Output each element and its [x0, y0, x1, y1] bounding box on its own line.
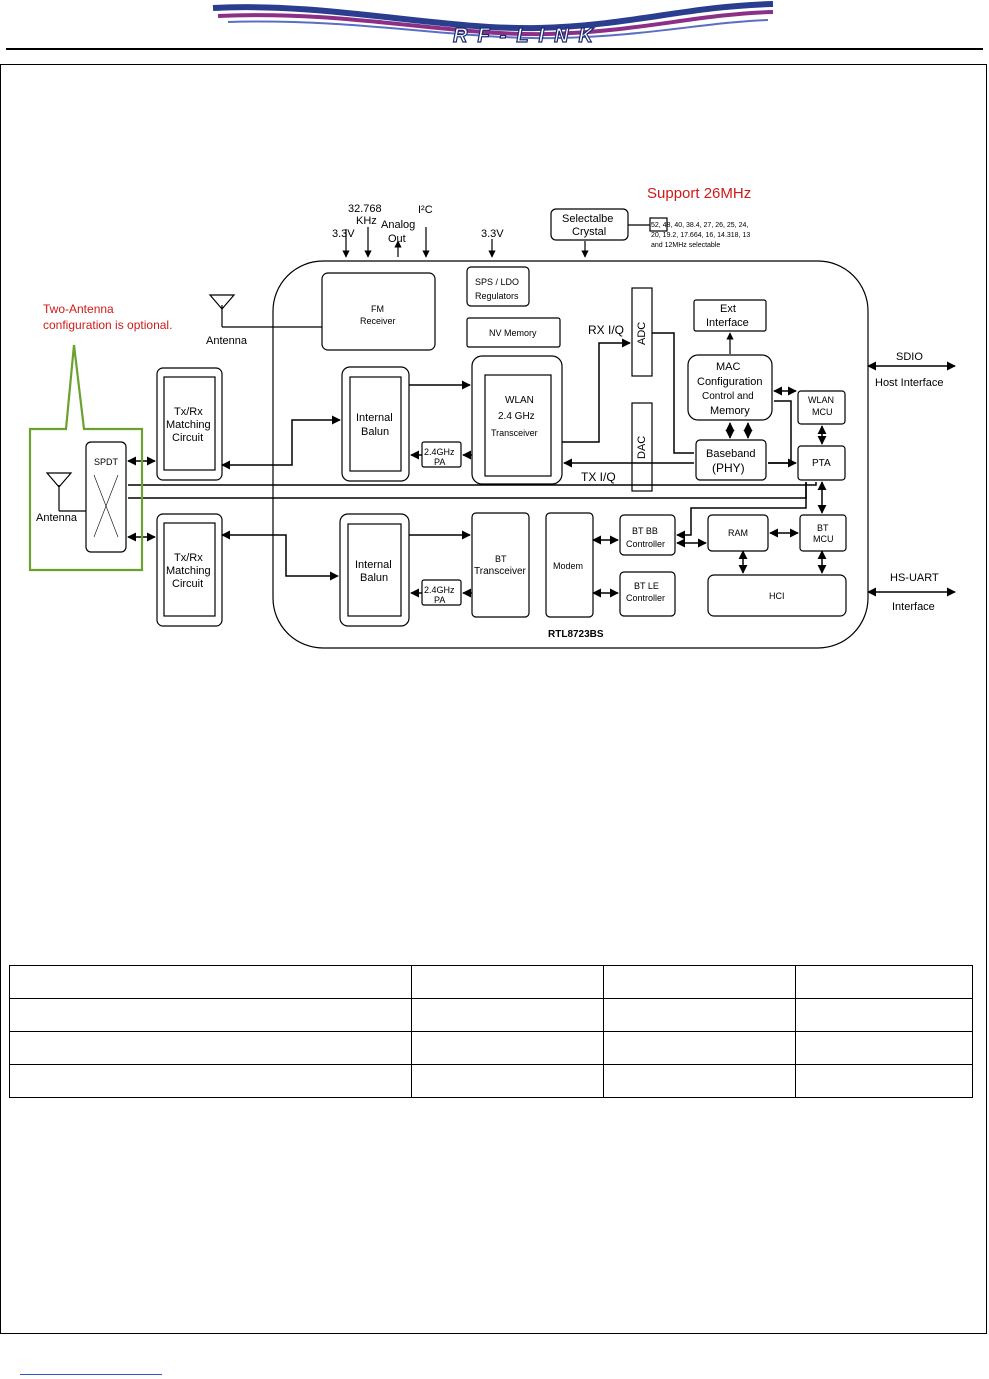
crystal-freq-line3-label: and 12MHz selectable — [651, 242, 720, 249]
wlan-tr-line1-label: WLAN — [505, 395, 534, 406]
crystal-line1-label: Selectalbe — [562, 213, 613, 225]
table-cell — [603, 965, 797, 999]
txrx-line1-label: Tx/Rx — [174, 552, 203, 564]
table-cell — [795, 1064, 973, 1098]
crystal-line2-label: Crystal — [572, 226, 606, 238]
sps-line1-label: SPS / LDO — [475, 277, 519, 287]
hsuart-line2-label: Interface — [892, 601, 935, 613]
btbb-line1-label: BT BB — [632, 526, 658, 536]
table-cell — [795, 1031, 973, 1065]
sps-line2-label: Regulators — [475, 291, 519, 301]
txrx-line2-label: Matching — [166, 565, 211, 577]
table-cell — [603, 1031, 797, 1065]
hsuart-line1-label: HS-UART — [890, 572, 939, 584]
table-row — [9, 1064, 973, 1098]
clock-line1-label: 32.768 — [348, 203, 382, 215]
pa-line2-label: PA — [434, 457, 445, 467]
txrx-line3-label: Circuit — [172, 432, 203, 444]
balun-line2-label: Balun — [360, 572, 388, 584]
crystal-freq-line1-label: 52, 48, 40, 38.4, 27, 26, 25, 24, — [651, 222, 748, 229]
fm-line2-label: Receiver — [360, 316, 396, 326]
baseband-line2-label: (PHY) — [712, 461, 745, 475]
optional-note-line1-label: Two-Antenna — [43, 302, 114, 316]
sdio-line2-label: Host Interface — [875, 377, 943, 389]
bt-tr-line1-label: BT — [495, 554, 507, 564]
ram-label: RAM — [728, 528, 748, 538]
wlan-mcu-line1-label: WLAN — [808, 395, 834, 405]
mac-line2-label: Configuration — [697, 376, 762, 388]
table-cell — [603, 998, 797, 1032]
table-cell — [9, 965, 412, 999]
hci-label: HCI — [769, 591, 785, 601]
adc-label: ADC — [636, 322, 648, 345]
table-cell — [410, 1064, 605, 1098]
crystal-freq-line2-label: 20, 19.2, 17.664, 16, 14.318, 13 — [651, 232, 750, 239]
baseband-line1-label: Baseband — [706, 448, 756, 460]
support-note-label: Support 26MHz — [647, 185, 751, 202]
bt-tr-line2-label: Transceiver — [474, 566, 527, 577]
spec-table — [9, 965, 973, 1098]
rf-link-logo: RF-LINK — [208, 0, 780, 44]
txrx-line2-label: Matching — [166, 419, 211, 431]
analog-line1-label: Analog — [381, 219, 415, 231]
nv-memory-label: NV Memory — [489, 328, 537, 338]
tx-iq-label: TX I/Q — [581, 470, 616, 484]
mac-line3-label: Control and — [702, 391, 754, 402]
table-cell — [9, 1031, 412, 1065]
header-rule — [6, 48, 983, 50]
spdt-label: SPDT — [94, 457, 119, 467]
mac-line1-label: MAC — [716, 361, 741, 373]
v33-center-label: 3.3V — [481, 228, 504, 240]
fm-line1-label: FM — [371, 304, 384, 314]
txrx-line3-label: Circuit — [172, 578, 203, 590]
footer-link-underline — [20, 1374, 162, 1375]
table-cell — [603, 1064, 797, 1098]
table-cell — [410, 965, 605, 999]
btle-line1-label: BT LE — [634, 581, 659, 591]
antenna-fm-label: Antenna — [206, 335, 248, 347]
balun-line2-label: Balun — [361, 426, 389, 438]
svg-text:RF-LINK: RF-LINK — [453, 25, 603, 44]
balun-line1-label: Internal — [355, 559, 392, 571]
table-cell — [9, 1064, 412, 1098]
table-cell — [410, 998, 605, 1032]
modem-label: Modem — [553, 561, 583, 571]
wlan-tr-line3-label: Transceiver — [491, 428, 538, 438]
table-cell — [410, 1031, 605, 1065]
dac-label: DAC — [636, 436, 648, 459]
fm-receiver-block — [321, 272, 436, 351]
bt-mcu-line2-label: MCU — [813, 534, 834, 544]
ext-line1-label: Ext — [720, 303, 736, 315]
antenna-left-label: Antenna — [36, 512, 78, 524]
balun-line1-label: Internal — [356, 412, 393, 424]
table-row — [9, 1031, 973, 1065]
bt-mcu-line1-label: BT — [817, 523, 829, 533]
pa-line1-label: 2.4GHz — [424, 585, 455, 595]
pa-line2-label: PA — [434, 595, 445, 605]
block-diagram: Support 26MHz Two-Antenna configuration … — [26, 165, 963, 660]
table-cell — [9, 998, 412, 1032]
txrx-line1-label: Tx/Rx — [174, 406, 203, 418]
optional-note-line2-label: configuration is optional. — [43, 318, 172, 332]
page-frame — [0, 64, 987, 1334]
mac-line4-label: Memory — [710, 405, 750, 417]
pta-label: PTA — [812, 458, 831, 469]
table-cell — [795, 965, 973, 999]
wlan-tr-line2-label: 2.4 GHz — [498, 411, 535, 422]
table-cell — [795, 998, 973, 1032]
i2c-label: I²C — [418, 204, 433, 216]
table-row — [9, 965, 973, 999]
btle-line2-label: Controller — [626, 593, 665, 603]
clock-line2-label: KHz — [356, 215, 377, 227]
ext-line2-label: Interface — [706, 317, 749, 329]
wlan-mcu-line2-label: MCU — [812, 407, 833, 417]
v33-left-label: 3.3V — [332, 228, 355, 240]
rx-iq-label: RX I/Q — [588, 323, 624, 337]
analog-line2-label: Out — [388, 233, 406, 245]
chip-name-label: RTL8723BS — [548, 629, 604, 640]
sdio-line1-label: SDIO — [896, 351, 923, 363]
pa-line1-label: 2.4GHz — [424, 447, 455, 457]
table-row — [9, 998, 973, 1032]
btbb-line2-label: Controller — [626, 539, 665, 549]
